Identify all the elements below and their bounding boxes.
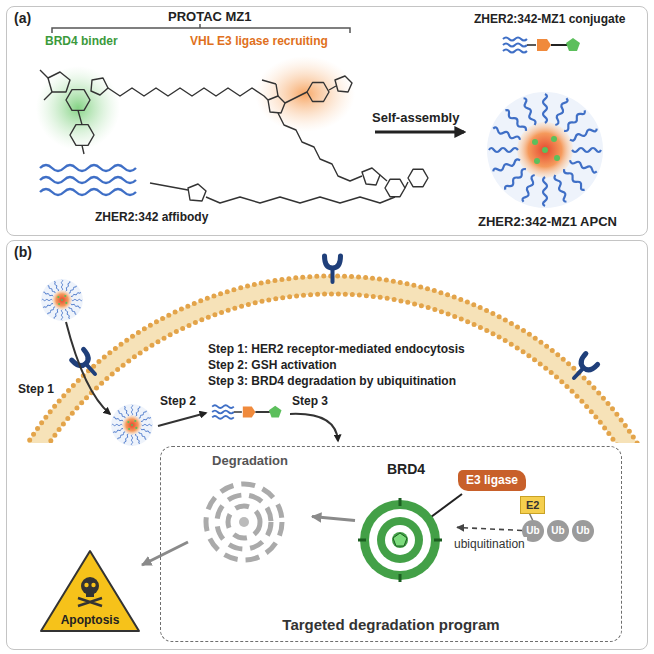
- ligase-label: VHL E3 ligase recruiting: [190, 34, 328, 49]
- brd4-target-icon: [355, 480, 445, 590]
- affibody-label: ZHER2:342 affibody: [95, 210, 208, 225]
- e2-label: E2: [526, 498, 539, 512]
- connector-arrow: [142, 542, 188, 565]
- structure-title: PROTAC MZ1: [168, 9, 252, 24]
- arrow-label: Self-assembly: [372, 110, 459, 125]
- ub-circle: Ub: [547, 520, 569, 542]
- nanoparticle-label: ZHER2:342-MZ1 APCN: [478, 214, 617, 229]
- program-title: Targeted degradation program: [282, 616, 499, 633]
- step-description: Step 1: HER2 receptor-mediated endocytos…: [208, 342, 465, 357]
- brd4-label: BRD4: [355, 460, 457, 478]
- e3-ligase: E3 ligase: [458, 470, 526, 491]
- panel-letter: (b): [14, 244, 32, 260]
- e3-label: E3 ligase: [466, 473, 518, 488]
- step-description: Step 3: BRD4 degradation by ubiquitinati…: [208, 374, 456, 389]
- step-label: Step 3: [292, 394, 328, 409]
- apoptosis-sign: Apoptosis: [38, 548, 142, 634]
- binder-label: BRD4 binder: [45, 34, 118, 49]
- degradation-label: Degradation: [188, 452, 312, 470]
- panel-frame: (b) Targeted degradation program Degradati…: [6, 240, 648, 650]
- brd4-target: BRD4: [355, 460, 457, 590]
- e2-box: E2: [520, 496, 545, 514]
- degradation-group: Degradation: [188, 452, 312, 570]
- ub-label: Ub: [576, 525, 589, 537]
- ub-label: Ub: [526, 525, 539, 537]
- connector-arrow: [312, 517, 355, 521]
- apoptosis-label: Apoptosis: [61, 613, 120, 628]
- program-box: Targeted degradation program Degradation B…: [160, 446, 622, 642]
- step-description: Step 2: GSH activation: [208, 358, 337, 373]
- connector-arrow: [457, 527, 522, 530]
- ub-label: Ub: [551, 525, 564, 537]
- step-label: Step 2: [160, 394, 196, 409]
- edge-label: ubiquitination: [452, 537, 527, 551]
- step-label: Step 1: [18, 382, 54, 397]
- conjugate-label: ZHER2:342-MZ1 conjugate: [474, 12, 625, 27]
- degradation-fragments: [188, 474, 300, 570]
- panel-letter: (a): [14, 10, 31, 26]
- ub-circle: Ub: [572, 520, 594, 542]
